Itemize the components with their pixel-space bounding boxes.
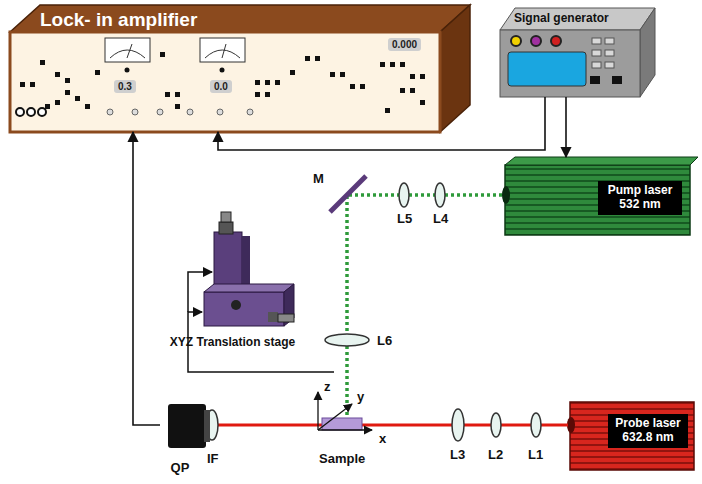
node-label: Pump laser 532 nm	[598, 181, 682, 215]
signal-cable	[565, 97, 567, 157]
quadrant-photodiode	[168, 404, 210, 448]
node-label: Lock- in amplifier	[40, 9, 197, 31]
laser-box: Pump laser 532 nm	[505, 157, 690, 235]
node-label: Probe laser 632.8 nm	[608, 414, 688, 448]
laser-box: Probe laser 632.8 nm	[570, 402, 694, 470]
translation-stage	[204, 212, 294, 326]
part-label: M	[312, 172, 325, 186]
mirror	[330, 176, 366, 212]
node-label: Signal generator	[514, 12, 609, 26]
display-readout: 0.3	[114, 80, 136, 93]
part-label: L4	[432, 212, 449, 226]
part-label: L2	[487, 448, 504, 462]
probe-laser-body	[567, 402, 694, 470]
part-label: L1	[527, 448, 544, 462]
part-label: z	[323, 380, 332, 394]
part-label: IF	[206, 452, 220, 466]
sample-cell	[322, 418, 362, 430]
detector-unit: QP	[160, 398, 212, 476]
stage-drive-lines	[188, 272, 334, 372]
instrument-box: Lock- in amplifier	[10, 5, 470, 132]
node-label: XYZ Translation stage	[150, 336, 315, 350]
part-label: Sample	[318, 452, 366, 466]
display-readout: 0.0	[210, 80, 232, 93]
pump-laser-body	[502, 157, 698, 235]
signal-cable	[218, 97, 545, 150]
display-readout: 0.000	[388, 38, 421, 51]
instrument-box: Signal generator	[500, 8, 655, 97]
lock-in-body	[10, 5, 470, 132]
signal-cable	[133, 132, 160, 425]
signal-generator-body	[500, 8, 655, 97]
stage-unit: XYZ Translation stage	[150, 210, 315, 350]
part-label: L6	[376, 334, 393, 348]
part-label: L3	[449, 448, 466, 462]
part-label: y	[356, 390, 365, 404]
probe-beam	[212, 424, 568, 427]
pump-beam	[347, 195, 502, 418]
node-label: QP	[160, 461, 200, 476]
part-label: L5	[396, 212, 413, 226]
part-label: x	[378, 432, 387, 446]
